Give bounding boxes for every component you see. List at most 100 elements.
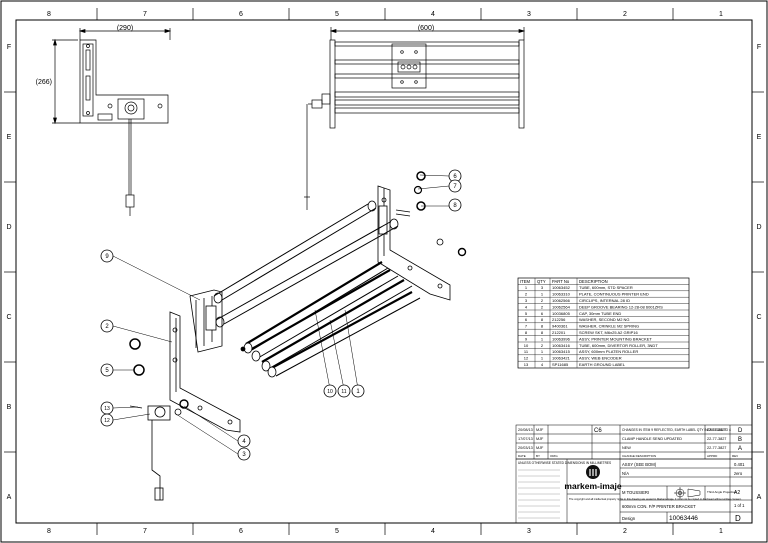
bom-qty: 8 xyxy=(541,317,544,322)
bom-item: 12 xyxy=(524,356,529,361)
revision-value: D xyxy=(735,514,741,523)
balloon-10 xyxy=(323,384,337,398)
col-label-top: 1 xyxy=(719,11,723,18)
bom-description: ASSY, WEB ENCODER xyxy=(579,356,622,361)
bom-item: 7 xyxy=(525,324,528,329)
revision-block xyxy=(515,424,753,460)
balloon-8 xyxy=(448,198,462,212)
bom-qty: 1 xyxy=(541,292,544,297)
bom-header: ITEM xyxy=(520,279,531,284)
row-label-left: E xyxy=(7,134,12,141)
balloon-2 xyxy=(100,319,114,333)
bom-header: PART No xyxy=(552,279,570,284)
bom-qty: 1 xyxy=(541,349,544,354)
bom-qty: 4 xyxy=(541,362,544,367)
bom-part-no: 10063996 xyxy=(552,336,571,341)
bom-part-no: 10063452 xyxy=(552,285,571,290)
col-label-bottom: 7 xyxy=(143,528,147,535)
bom-item: 5 xyxy=(525,311,528,316)
bom-item: 13 xyxy=(524,362,529,367)
bom-description: CAP, 30mm TUBE END xyxy=(579,311,621,316)
rev-date: 17/07/13 xyxy=(518,437,533,441)
title-block xyxy=(515,458,753,524)
balloon-4 xyxy=(237,434,251,448)
balloon-labels: 6 7 8 9 2 5 13 12 4 3 10 11 1 xyxy=(104,174,457,458)
row-label-left: A xyxy=(7,494,12,501)
side-height-dim: (266) xyxy=(36,79,52,86)
balloon-1 xyxy=(351,384,365,398)
rev-header: ORIG xyxy=(550,454,558,458)
balloon-label: 5 xyxy=(105,368,109,374)
finish-value: N/A xyxy=(622,471,629,476)
roller-group xyxy=(240,261,421,378)
row-label-right: D xyxy=(756,224,761,231)
bom-qty: 1 xyxy=(541,356,544,361)
bom-item: 4 xyxy=(525,304,528,309)
bom-description: EARTH GROUND LABEL xyxy=(579,362,626,367)
rev-by: MJF xyxy=(536,428,544,432)
bom-part-no: 10063310 xyxy=(552,292,571,297)
status-value: Design xyxy=(622,516,636,521)
col-label-bottom: 2 xyxy=(623,528,627,535)
front-width-dim: (600) xyxy=(418,25,434,32)
rev-header: APPRD xyxy=(707,454,718,458)
projection-label: Third Angle Projection xyxy=(707,490,737,494)
third-angle-projection-icon xyxy=(674,487,701,499)
row-label-left: B xyxy=(7,404,12,411)
inner-frame xyxy=(15,19,753,524)
bom-qty: 6 xyxy=(541,311,544,316)
sheet-value: 1 of 1 xyxy=(734,503,745,508)
rev-desc: CLAMP HANDLE SEND UPDATED xyxy=(622,437,682,441)
col-label-bottom: 5 xyxy=(335,528,339,535)
balloon-12 xyxy=(100,413,114,427)
bom-description: ASSY, PRINTER MOUNTING BRACKET xyxy=(579,336,652,341)
rev-by: MJF xyxy=(536,437,544,441)
drawing-number: 10063446 xyxy=(669,515,698,522)
rev-desc: NEW xyxy=(622,446,631,450)
bom-header: DESCRIPTION xyxy=(579,279,608,284)
tube-group xyxy=(213,200,399,328)
bom-item: 2 xyxy=(525,292,528,297)
row-label-right: F xyxy=(757,44,761,51)
bom-qty: 8 xyxy=(541,324,544,329)
rev-letter: A xyxy=(738,446,742,452)
row-label-right: C xyxy=(756,314,761,321)
balloon-label: 8 xyxy=(453,203,457,209)
rev-header: DATE xyxy=(518,454,526,458)
bom-part-no: 10063421 xyxy=(552,356,571,361)
balloon-3 xyxy=(237,447,251,461)
tolerance-lines xyxy=(518,469,560,519)
rev-letter: B xyxy=(738,437,742,443)
balloon-label: 1 xyxy=(356,389,360,395)
bom-header: QTY xyxy=(537,279,546,284)
rev-desc: CHANGES IN ITEM 9 REFLECTED, EARTH LABEL… xyxy=(622,428,731,432)
bom-item: 1 xyxy=(525,285,528,290)
balloon-11 xyxy=(337,384,351,398)
bom-qty: 2 xyxy=(541,343,544,348)
side-view xyxy=(52,28,172,216)
col-label-top: 3 xyxy=(527,11,531,18)
row-label-right: E xyxy=(757,134,762,141)
balloon-label: 12 xyxy=(104,418,110,424)
rev-header: BY xyxy=(536,454,540,458)
bom-item: 10 xyxy=(524,343,529,348)
rev-approved: 22-77-3827 xyxy=(707,437,726,441)
bom-part-no: 212256 xyxy=(552,317,566,322)
balloon-label: 10 xyxy=(327,389,333,395)
copyright-note: The copyright and all intellectual prope… xyxy=(569,497,742,501)
rev-eco: C6 xyxy=(594,428,602,434)
bom-description: DEEP GROOVE BEARING 12-28-08 6001ZRS xyxy=(579,304,663,309)
rev-header: CHANGE DESCRIPTION xyxy=(622,454,656,458)
col-label-top: 6 xyxy=(239,11,243,18)
bom-qty: 8 xyxy=(541,330,544,335)
row-label-right: A xyxy=(757,494,762,501)
col-label-top: 7 xyxy=(143,11,147,18)
drawing-title: 600mm CON. F/P PRINTER BRACKET xyxy=(622,504,696,509)
balloon-label: 11 xyxy=(341,389,346,395)
bom-part-no: 212201 xyxy=(552,330,566,335)
front-view xyxy=(304,27,526,210)
balloon-group xyxy=(100,169,462,461)
bom-part-no: 10063416 xyxy=(552,343,571,348)
